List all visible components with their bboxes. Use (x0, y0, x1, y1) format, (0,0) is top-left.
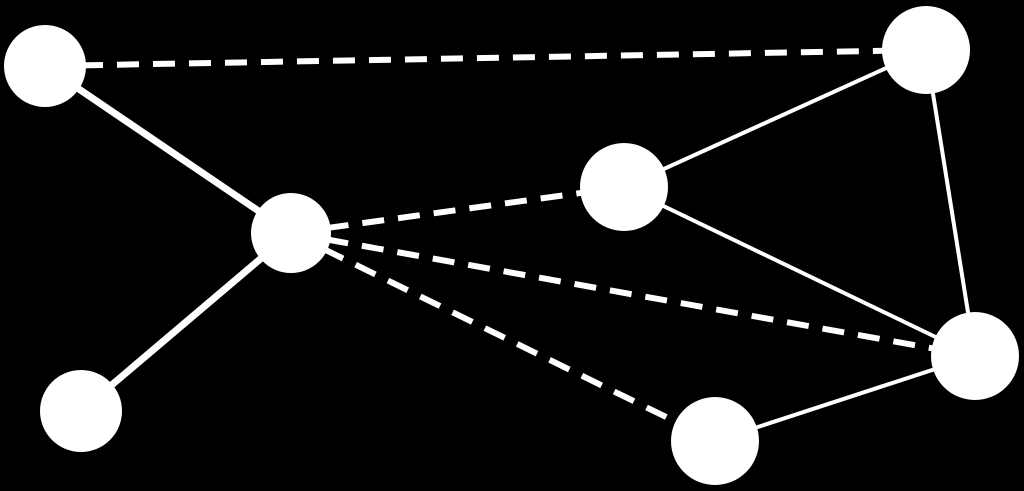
node-layer (4, 6, 1019, 485)
edge-n5-n2-solid (623, 48, 927, 189)
node-n3 (251, 193, 331, 273)
edge-n1-n2-dashed (44, 47, 927, 69)
edge-n3-n4-solid (78, 230, 294, 414)
node-n2 (882, 6, 970, 94)
edge-n7-n6-solid (714, 354, 976, 443)
edge-n3-n5-dashed (290, 184, 625, 236)
edge-layer (43, 47, 977, 444)
node-n7 (671, 397, 759, 485)
node-n1 (4, 25, 86, 107)
node-n5 (580, 143, 668, 231)
edge-n1-n3-solid (43, 63, 293, 236)
edge-n2-n6-solid (924, 49, 977, 357)
edge-n3-n6-dashed (290, 230, 976, 359)
node-n4 (40, 370, 122, 452)
edge-n5-n6-solid (623, 185, 976, 358)
node-n6 (931, 312, 1019, 400)
edge-n3-n7-dashed (289, 230, 717, 444)
